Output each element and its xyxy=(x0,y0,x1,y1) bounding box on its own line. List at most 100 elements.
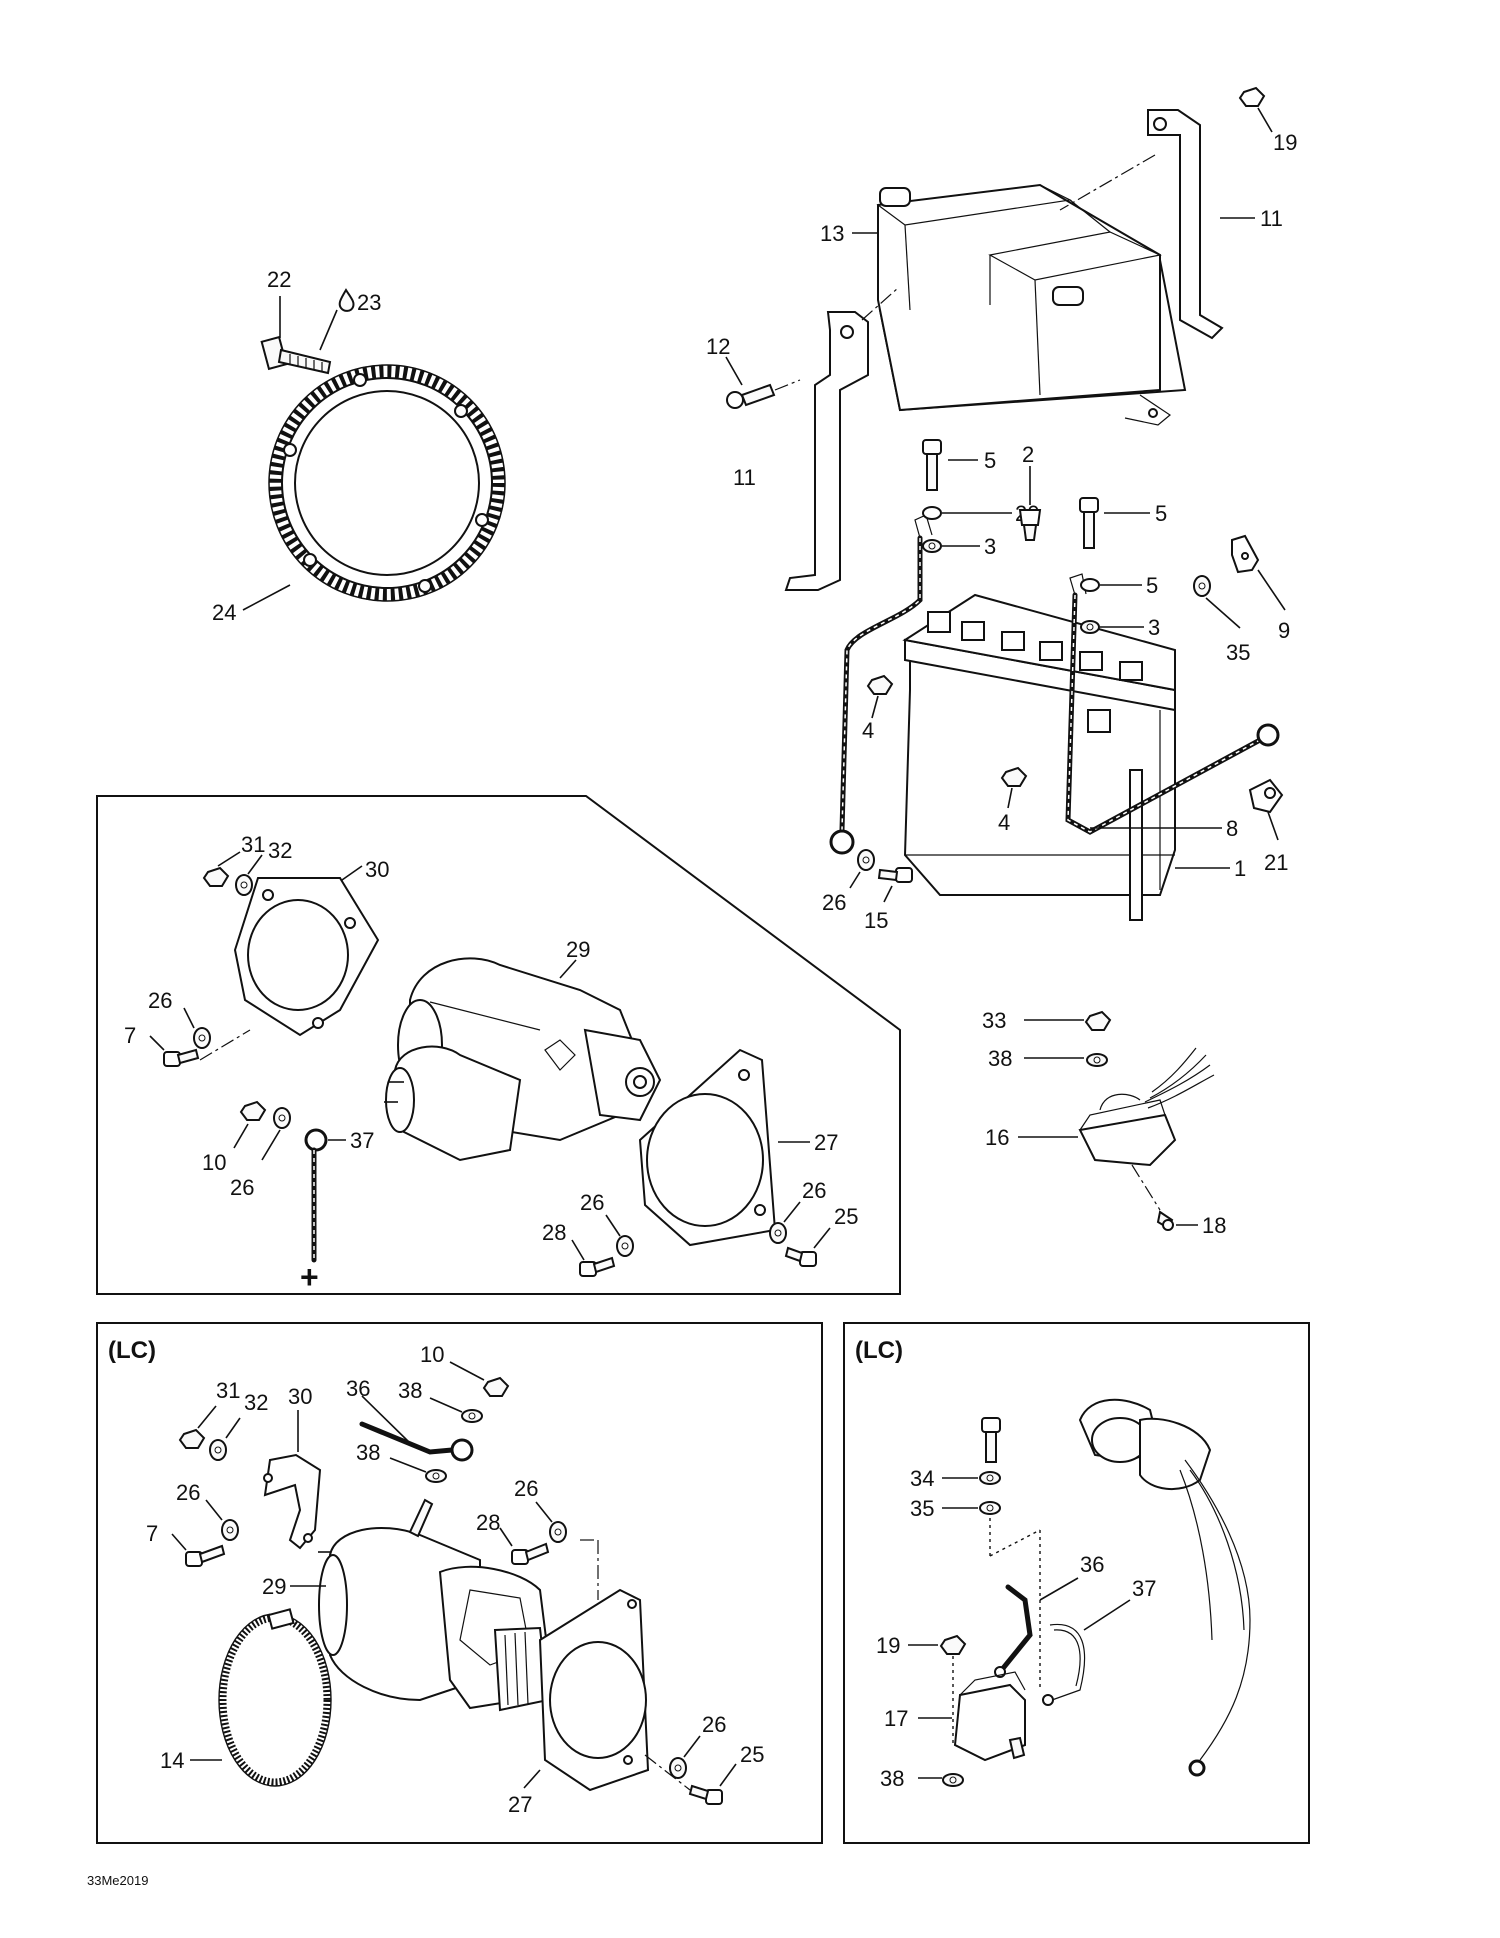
threadlocker-drop-icon xyxy=(338,288,355,312)
callout-4-right: 4 xyxy=(998,810,1010,835)
callout-23: 23 xyxy=(357,290,381,315)
ignition-switch xyxy=(1078,1398,1251,1777)
panel-tag-lc-right: (LC) xyxy=(855,1337,903,1364)
figure-code: 33Me2019 xyxy=(87,1873,148,1888)
callout-8: 8 xyxy=(1226,816,1238,841)
positive-starter-cable xyxy=(304,1128,328,1263)
terminal-nut-left xyxy=(866,674,894,695)
lc-nut-31 xyxy=(178,1428,206,1449)
callout-7-lc: 7 xyxy=(146,1521,158,1546)
lc-bolt-28 xyxy=(511,1542,550,1565)
callout-19-lc: 19 xyxy=(876,1633,900,1658)
callout-10-lc: 10 xyxy=(420,1342,444,1367)
callout-36-lc: 36 xyxy=(346,1376,370,1401)
battery-box-cover xyxy=(876,183,1187,426)
support-bolt-28 xyxy=(579,1256,616,1277)
callout-29-top: 29 xyxy=(566,937,590,962)
lc-nut-19 xyxy=(939,1634,967,1655)
callout-5-left: 5 xyxy=(984,448,996,473)
callout-26-starter-mid: 26 xyxy=(230,1175,254,1200)
callout-38-lc-top: 38 xyxy=(398,1378,422,1403)
callout-37-top: 37 xyxy=(350,1128,374,1153)
callout-9: 9 xyxy=(1278,618,1290,643)
terminal-nut-right xyxy=(1000,766,1028,787)
callout-2: 2 xyxy=(1022,442,1034,467)
callout-35-lc: 35 xyxy=(910,1496,934,1521)
lc-cable-36-b xyxy=(994,1584,1033,1678)
callout-5-mid: 5 xyxy=(1155,501,1167,526)
callout-11-right: 11 xyxy=(1260,206,1283,231)
terminal-screw-right xyxy=(1079,497,1099,549)
callout-25-top: 25 xyxy=(834,1204,858,1229)
callout-26-battery: 26 xyxy=(822,890,846,915)
ring-gear-bolt xyxy=(260,335,332,375)
callout-26-support-right: 26 xyxy=(802,1178,826,1203)
callout-28-top: 28 xyxy=(542,1220,566,1245)
lc-bolt-25 xyxy=(688,1784,723,1805)
callout-4-left: 4 xyxy=(862,718,874,743)
callout-32-lc: 32 xyxy=(244,1390,268,1415)
callout-14: 14 xyxy=(160,1748,184,1773)
callout-26-starter-left: 26 xyxy=(148,988,172,1013)
ring-gear xyxy=(268,364,506,602)
ground-bolt xyxy=(877,867,913,883)
callout-16: 16 xyxy=(985,1125,1009,1150)
lc-bolt-7 xyxy=(185,1544,226,1567)
starter-nut-10-top xyxy=(239,1100,267,1121)
terminal-boot xyxy=(1248,778,1284,814)
callout-26-lc-right: 26 xyxy=(702,1712,726,1737)
vent-fitting xyxy=(1018,509,1042,541)
starter-mount-plate xyxy=(233,877,380,1037)
callout-3-left: 3 xyxy=(984,534,996,559)
regulator-nut xyxy=(1084,1010,1112,1031)
lc-cable-36 xyxy=(359,1421,474,1462)
plus-sign: + xyxy=(300,1259,319,1295)
callout-34: 34 xyxy=(910,1466,934,1491)
starter-relay xyxy=(953,1671,1026,1762)
callout-30-lc: 30 xyxy=(288,1384,312,1409)
callout-7-top: 7 xyxy=(124,1023,136,1048)
lc-starter-panel-frame xyxy=(96,1322,823,1844)
starter-support-27 xyxy=(638,1048,777,1247)
support-bolt-25 xyxy=(784,1246,817,1267)
callout-17: 17 xyxy=(884,1706,908,1731)
callout-22: 22 xyxy=(267,267,291,292)
callout-26-lc-mid: 26 xyxy=(514,1476,538,1501)
battery-bracket-right xyxy=(1147,109,1224,340)
callout-1: 1 xyxy=(1234,856,1246,881)
regulator-screw xyxy=(1156,1210,1174,1231)
panel-tag-lc-left: (LC) xyxy=(108,1337,156,1364)
callout-37-ignition: 37 xyxy=(1132,1576,1156,1601)
starter-nut-31 xyxy=(202,866,230,887)
callout-38-lc-mid: 38 xyxy=(356,1440,380,1465)
callout-10-top: 10 xyxy=(202,1150,226,1175)
callout-18: 18 xyxy=(1202,1213,1226,1238)
callout-15: 15 xyxy=(864,908,888,933)
battery xyxy=(902,593,1176,921)
callout-19-top: 19 xyxy=(1273,130,1297,155)
terminal-washer-20 xyxy=(922,506,942,520)
callout-36-ignition: 36 xyxy=(1080,1552,1104,1577)
bracket-screw xyxy=(726,383,776,409)
callout-27-top: 27 xyxy=(814,1130,838,1155)
callout-26-lc-left: 26 xyxy=(176,1480,200,1505)
callout-21: 21 xyxy=(1264,850,1288,875)
lc-support-27 xyxy=(538,1588,650,1792)
lc-relay-bolt xyxy=(981,1417,1001,1463)
callout-28-lc: 28 xyxy=(476,1510,500,1535)
starter-motor xyxy=(384,957,662,1162)
callout-32-top: 32 xyxy=(268,838,292,863)
callout-3-right: 3 xyxy=(1148,615,1160,640)
battery-bracket-left xyxy=(784,311,869,591)
lc-bracket-30 xyxy=(263,1453,322,1550)
bracket-nut-top xyxy=(1238,86,1266,107)
starter-panel-frame xyxy=(96,795,901,1295)
callout-12: 12 xyxy=(706,334,730,359)
callout-31-top: 31 xyxy=(241,832,265,857)
starter-bolt-7 xyxy=(163,1048,200,1067)
callout-33: 33 xyxy=(982,1008,1006,1033)
lc-starter-motor xyxy=(318,1498,552,1712)
lc-nut-10 xyxy=(482,1376,510,1397)
callout-11-left: 11 xyxy=(733,465,756,490)
